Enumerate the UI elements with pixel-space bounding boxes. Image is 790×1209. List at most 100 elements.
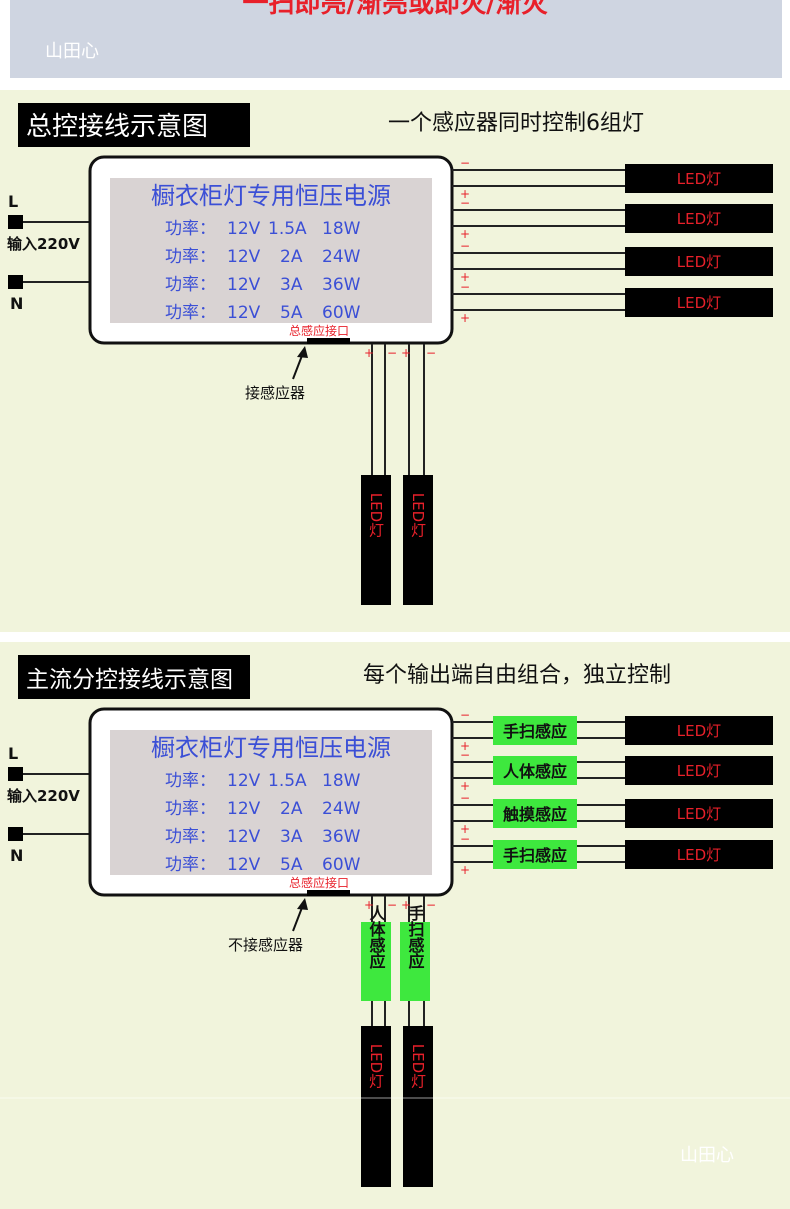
- led-label: LED灯: [677, 210, 721, 228]
- sensor-module-label: 人体感应: [503, 762, 567, 781]
- section-split-control: 主流分控接线示意图每个输出端自由组合，独立控制L输入220VN橱衣柜灯专用恒压电…: [0, 642, 790, 1209]
- psu-label-panel: [110, 730, 432, 875]
- minus-sign: −: [460, 791, 470, 805]
- led-strip: [625, 716, 773, 745]
- minus-sign: −: [460, 748, 470, 762]
- spec-current: 3A: [280, 275, 303, 295]
- spec-voltage: 12V: [227, 855, 261, 875]
- section-title-box: [18, 655, 250, 699]
- spec-power: 60W: [322, 303, 361, 323]
- led-strip: [625, 799, 773, 828]
- led-label: LED灯: [677, 722, 721, 740]
- input-l-label: L: [8, 744, 18, 763]
- input-l-terminal: [8, 215, 23, 229]
- section-total-control: 总控接线示意图一个感应器同时控制6组灯L输入220VN橱衣柜灯专用恒压电源功率：…: [0, 90, 790, 632]
- spec-current: 5A: [280, 855, 303, 875]
- plus-sign: +: [460, 187, 470, 201]
- sensor-module: [361, 922, 391, 1001]
- sensor-note: 接感应器: [245, 384, 305, 402]
- sensor-module-label: 触摸感应: [502, 805, 567, 824]
- minus-sign: −: [460, 280, 470, 294]
- plus-sign: +: [364, 898, 374, 912]
- sensor-module: [493, 840, 577, 869]
- input-voltage-label: 输入220V: [7, 787, 80, 805]
- led-label: LED灯: [677, 846, 721, 864]
- sensor-port-label: 总感应接口: [289, 875, 349, 890]
- minus-sign: −: [460, 708, 470, 722]
- sensor-module-label: 手扫感应: [503, 846, 567, 865]
- minus-sign: −: [387, 346, 397, 360]
- sensor-module: [493, 756, 577, 785]
- arrow-head-icon: [297, 898, 308, 910]
- led-strip: [625, 204, 773, 233]
- plus-sign: +: [460, 779, 470, 793]
- spec-current: 1.5A: [268, 219, 307, 239]
- spec-voltage: 12V: [227, 219, 261, 239]
- sensor-module: [400, 922, 430, 1001]
- spec-current: 2A: [280, 799, 303, 819]
- input-l-label: L: [8, 192, 18, 211]
- sensor-port: [307, 338, 350, 344]
- sensor-port: [307, 890, 350, 896]
- plus-sign: +: [460, 822, 470, 836]
- top-banner: [10, 0, 782, 78]
- spec-voltage: 12V: [227, 827, 261, 847]
- psu-label-panel: [110, 178, 432, 323]
- section-subtitle: 一个感应器同时控制6组灯: [388, 111, 644, 136]
- minus-sign: −: [387, 898, 397, 912]
- banner-watermark: 山田心: [45, 41, 99, 62]
- minus-sign: −: [460, 239, 470, 253]
- spec-power: 36W: [322, 275, 361, 295]
- psu-title: 橱衣柜灯专用恒压电源: [151, 734, 391, 762]
- sensor-note: 不接感应器: [228, 936, 303, 954]
- input-n-label: N: [10, 294, 23, 313]
- banner-headline: 一扫即亮/渐亮或即灭/渐灭: [243, 0, 549, 19]
- spec-power: 18W: [322, 219, 361, 239]
- input-l-terminal: [8, 767, 23, 781]
- spec-power: 24W: [322, 799, 361, 819]
- plus-sign: +: [401, 346, 411, 360]
- plus-sign: +: [460, 311, 470, 325]
- spec-label: 功率：: [165, 855, 216, 875]
- section-title: 总控接线示意图: [26, 112, 208, 142]
- spec-current: 5A: [280, 303, 303, 323]
- spec-power: 24W: [322, 247, 361, 267]
- plus-sign: +: [364, 346, 374, 360]
- spec-voltage: 12V: [227, 799, 261, 819]
- footer-watermark: 山田心: [680, 1145, 734, 1166]
- led-strip-vertical: [361, 1026, 391, 1187]
- minus-sign: −: [460, 196, 470, 210]
- spec-current: 1.5A: [268, 771, 307, 791]
- minus-sign: −: [426, 346, 436, 360]
- led-label: LED灯: [677, 294, 721, 312]
- led-strip-vertical: [403, 475, 433, 605]
- plus-sign: +: [460, 739, 470, 753]
- spec-label: 功率：: [165, 771, 216, 791]
- led-label: LED灯: [677, 762, 721, 780]
- plus-sign: +: [401, 898, 411, 912]
- spec-voltage: 12V: [227, 247, 261, 267]
- spec-current: 3A: [280, 827, 303, 847]
- spec-voltage: 12V: [227, 771, 261, 791]
- spec-label: 功率：: [165, 247, 216, 267]
- spec-power: 18W: [322, 771, 361, 791]
- psu-title: 橱衣柜灯专用恒压电源: [151, 182, 391, 210]
- sensor-module-label: 人体感应: [367, 905, 386, 970]
- spec-power: 36W: [322, 827, 361, 847]
- led-strip: [625, 247, 773, 276]
- led-strip-vertical: [361, 475, 391, 605]
- led-label: LED灯: [367, 1044, 385, 1090]
- section-title: 主流分控接线示意图: [26, 667, 233, 693]
- input-n-label: N: [10, 846, 23, 865]
- minus-sign: −: [460, 156, 470, 170]
- arrow-head-icon: [297, 346, 308, 358]
- plus-sign: +: [460, 270, 470, 284]
- sensor-module-label: 手扫感应: [406, 904, 425, 970]
- plus-sign: +: [460, 227, 470, 241]
- spec-label: 功率：: [165, 303, 216, 323]
- sensor-port-label: 总感应接口: [289, 323, 349, 338]
- spec-current: 2A: [280, 247, 303, 267]
- led-strip: [625, 840, 773, 869]
- led-label: LED灯: [409, 493, 427, 539]
